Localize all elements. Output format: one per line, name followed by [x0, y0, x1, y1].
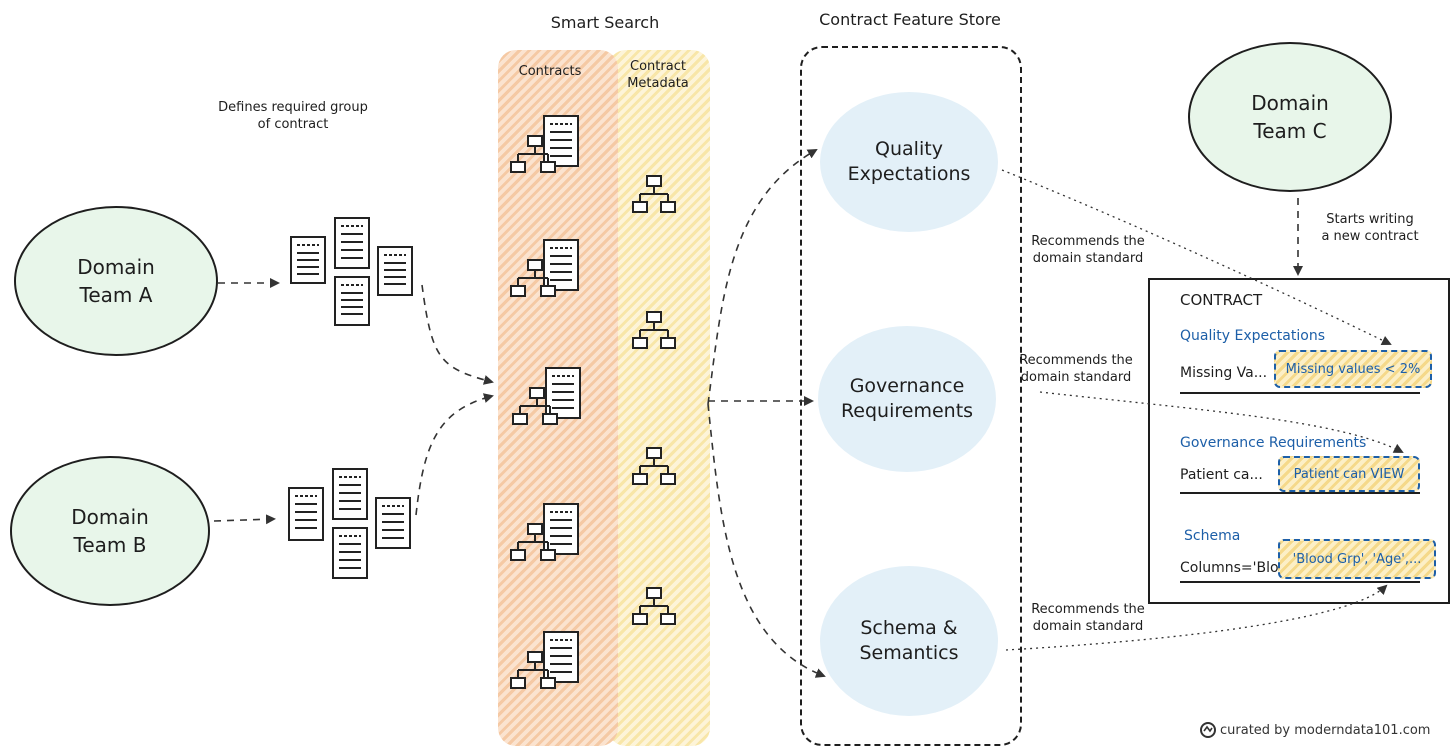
schema-field-input[interactable]: Columns='Blo...	[1180, 560, 1292, 576]
document-icon	[332, 468, 368, 520]
contract-title: CONTRACT	[1180, 291, 1263, 309]
governance-field-underline	[1180, 492, 1420, 494]
team-b-label-2: Team B	[73, 533, 147, 557]
contract-doc-icon	[510, 239, 579, 297]
document-icon	[377, 246, 413, 296]
governance-section-title: Governance Requirements	[1180, 435, 1367, 451]
team-c-label-1: Domain	[1251, 91, 1329, 115]
recommends-note-schema-1: Recommends the	[1031, 602, 1145, 617]
governance-label-2: Requirements	[840, 400, 974, 422]
metadata-column-label-2: Metadata	[627, 76, 689, 91]
quality-label-1: Quality	[875, 138, 943, 160]
schema-field-underline	[1180, 581, 1420, 583]
starts-note-1: Starts writing	[1326, 212, 1414, 227]
metadata-column	[608, 50, 710, 746]
document-icon	[332, 527, 368, 579]
recommend-schema-connector	[1005, 584, 1388, 651]
arrow-docs-b-to-search	[415, 393, 494, 516]
team-c-label-2: Team C	[1253, 119, 1327, 143]
hierarchy-icon	[632, 587, 676, 625]
credit-text: curated by moderndata101.com	[1220, 722, 1431, 738]
credit-footer: curated by moderndata101.com	[1200, 722, 1430, 738]
recommends-note-gov-1: Recommends the	[1019, 353, 1133, 368]
document-icon	[375, 497, 411, 549]
smart-search-title: Smart Search	[550, 13, 660, 32]
contracts-column-label: Contracts	[518, 64, 582, 79]
schema-semantics-node: Schema & Semantics	[820, 566, 998, 716]
arrow-search-to-schema	[707, 403, 826, 678]
document-icon	[288, 487, 324, 541]
schema-suggestion-chip[interactable]: 'Blood Grp', 'Age',...	[1278, 539, 1436, 579]
recommend-quality-connector	[1001, 169, 1392, 345]
recommends-note-schema-2: domain standard	[1032, 619, 1144, 634]
quality-suggestion-chip[interactable]: Missing values < 2%	[1274, 350, 1432, 388]
defines-note-2: of contract	[257, 117, 329, 132]
contract-doc-icon	[512, 367, 581, 425]
hierarchy-icon	[632, 311, 676, 349]
arrow-docs-a-to-search	[421, 284, 494, 385]
hierarchy-icon	[632, 447, 676, 485]
governance-label-1: Governance	[849, 375, 965, 397]
arrow-team-b-to-docs	[213, 514, 276, 525]
recommends-note-gov-2: domain standard	[1020, 370, 1132, 385]
team-a-label-1: Domain	[77, 255, 155, 279]
quality-field-input[interactable]: Missing Va...	[1180, 365, 1268, 381]
starts-note-2: a new contract	[1321, 229, 1419, 244]
contract-doc-icon	[510, 503, 579, 561]
document-icon	[334, 217, 370, 269]
contract-doc-icon	[510, 115, 579, 173]
recommend-governance-connector	[1039, 391, 1404, 453]
schema-label-1: Schema &	[860, 617, 958, 639]
contract-form: CONTRACT Quality Expectations Missing Va…	[1148, 278, 1450, 604]
team-b-label-1: Domain	[71, 505, 149, 529]
team-a-label-2: Team A	[79, 283, 153, 307]
schema-label-2: Semantics	[859, 642, 959, 664]
quality-section-title: Quality Expectations	[1180, 328, 1325, 344]
metadata-column-label-1: Contract	[630, 59, 686, 74]
hierarchy-icon	[632, 175, 676, 213]
quality-field-underline	[1180, 392, 1420, 394]
moderndata-logo-icon	[1200, 722, 1216, 738]
quality-label-2: Expectations	[847, 163, 971, 185]
feature-store-boundary	[800, 46, 1022, 746]
governance-suggestion-chip[interactable]: Patient can VIEW	[1278, 456, 1420, 492]
contract-doc-icon	[510, 631, 579, 689]
arrow-search-to-quality	[707, 149, 818, 405]
document-icon	[334, 276, 370, 326]
governance-field-input[interactable]: Patient ca...	[1180, 467, 1263, 483]
defines-note-1: Defines required group	[218, 100, 368, 115]
schema-section-title: Schema	[1184, 528, 1241, 544]
feature-store-title: Contract Feature Store	[819, 10, 1001, 29]
recommends-note-quality-1: Recommends the	[1031, 234, 1145, 249]
recommends-note-quality-2: domain standard	[1032, 251, 1144, 266]
document-icon	[290, 236, 326, 284]
